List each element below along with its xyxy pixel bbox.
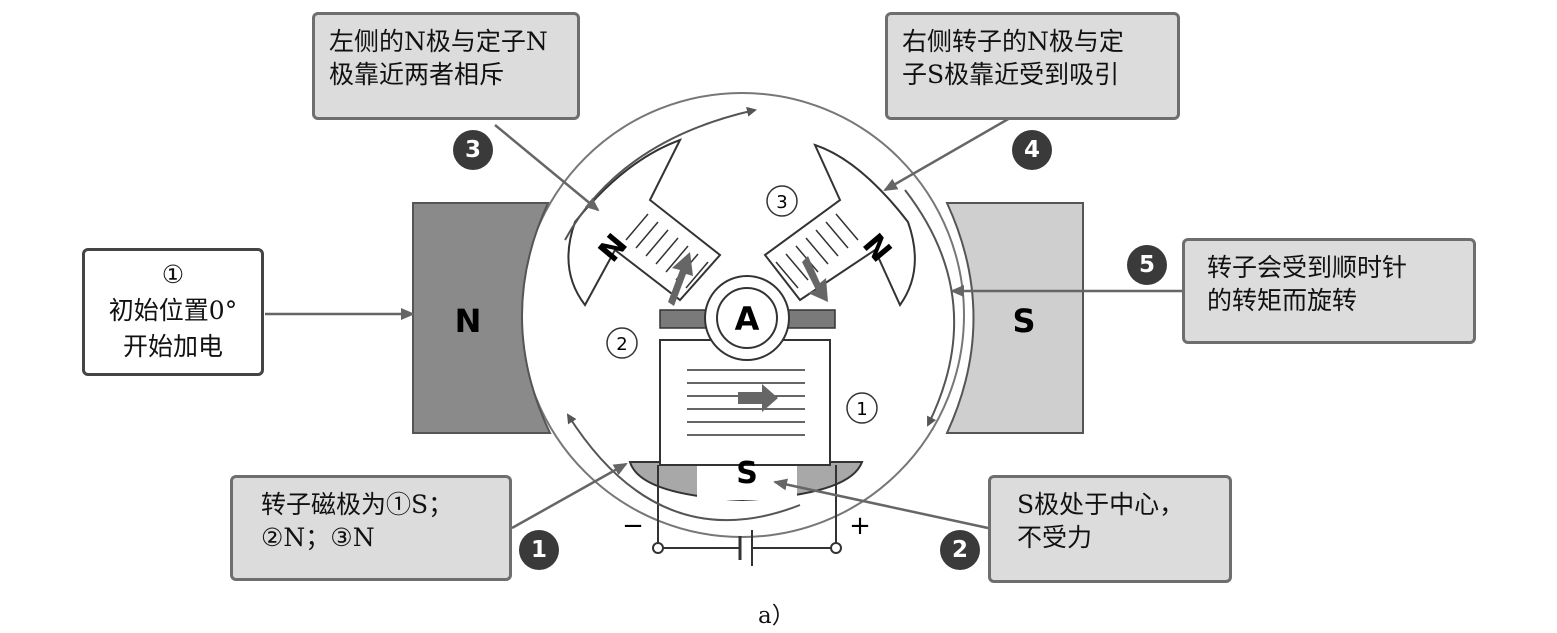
step-badge-2: 2 [940, 530, 980, 570]
magnet-left-label: N [455, 302, 482, 340]
callout-5-line-1: 转子会受到顺时针 [1207, 253, 1408, 282]
terminal-minus: − [622, 511, 644, 541]
arrow-winding-left [668, 252, 693, 306]
callout-5: 转子会受到顺时针 的转矩而旋转 [1182, 238, 1476, 344]
stator-pole-bottom: S [628, 339, 864, 502]
callout-initial-line-1: ① [161, 260, 185, 289]
rotation-arc-top [564, 106, 757, 241]
leader-1 [511, 462, 628, 530]
rotation-arc-right [904, 189, 956, 427]
callout-initial: ① 初始位置0° 开始加电 [82, 248, 264, 376]
stator-pole-upper-right: N [763, 143, 916, 307]
callout-1-line-2: ②N；③N [261, 523, 375, 552]
winding-2-num: 2 [616, 334, 627, 355]
callout-initial-line-2: 初始位置0° [108, 296, 238, 325]
rotation-arc-bottom [566, 413, 801, 522]
callout-2: S极处于中心， 不受力 [988, 475, 1232, 583]
callout-3-line-1: 左侧的N极与定子N [329, 27, 548, 56]
callout-1-line-1: 转子磁极为①S； [261, 490, 454, 519]
stator-pole-bottom-label: S [736, 456, 758, 491]
step-badge-1: 1 [519, 530, 559, 570]
callout-initial-line-3: 开始加电 [122, 332, 223, 361]
step-badge-4: 4 [1012, 130, 1052, 170]
magnet-right-label: S [1012, 302, 1035, 340]
winding-3-marker [766, 185, 798, 217]
winding-1-marker [846, 392, 878, 424]
leader-4 [883, 116, 1011, 192]
magnet-left [412, 202, 552, 434]
battery-circuit [652, 465, 842, 566]
leader-2 [773, 478, 989, 530]
callout-4-line-2: 子S极靠近受到吸引 [902, 60, 1120, 89]
callout-3: 左侧的N极与定子N 极靠近两者相斥 [312, 12, 580, 120]
magnet-right [945, 202, 1084, 434]
callout-3-line-2: 极靠近两者相斥 [329, 60, 505, 89]
callout-2-line-1: S极处于中心， [1017, 490, 1185, 519]
winding-2-marker [606, 327, 638, 359]
rotor-center [716, 287, 778, 349]
winding-3-num: 3 [776, 192, 787, 213]
leader-3 [494, 124, 600, 212]
callout-2-line-2: 不受力 [1017, 523, 1093, 552]
step-badge-3: 3 [453, 130, 493, 170]
callout-1: 转子磁极为①S； ②N；③N [230, 475, 512, 581]
stator-pole-upper-left: N [567, 138, 722, 307]
figure-caption: a） [758, 603, 795, 629]
rotor-label: A [735, 300, 760, 338]
callout-4: 右侧转子的N极与定 子S极靠近受到吸引 [885, 12, 1180, 120]
callout-4-line-1: 右侧转子的N极与定 [902, 27, 1124, 56]
winding-1-num: 1 [856, 399, 867, 420]
arrow-winding-right [802, 256, 828, 302]
step-badge-5: 5 [1127, 245, 1167, 285]
callout-5-line-2: 的转矩而旋转 [1207, 286, 1358, 315]
arrow-winding-bottom [738, 384, 778, 412]
terminal-plus: + [849, 511, 871, 541]
